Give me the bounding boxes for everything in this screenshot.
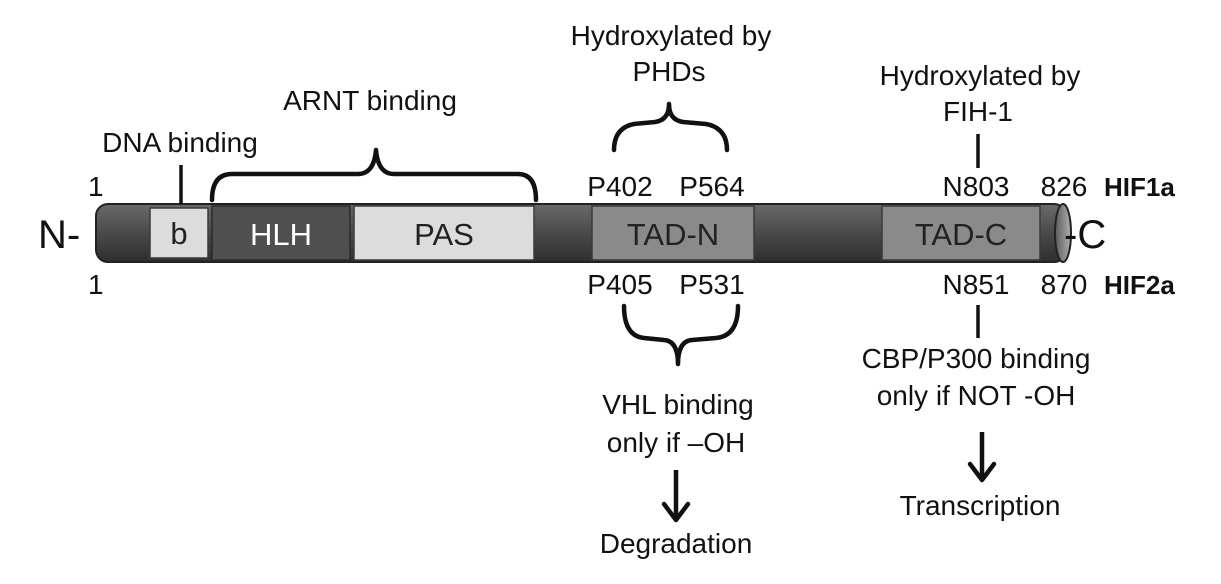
hif1a-p402: P402 (587, 171, 652, 202)
hif2a-start: 1 (88, 269, 104, 300)
hif2a-end: 870 (1041, 269, 1088, 300)
hif1a-start: 1 (88, 171, 104, 202)
arnt-binding-label: ARNT binding (283, 85, 457, 116)
hif1a-name: HIF1a (1104, 172, 1175, 202)
domain-tad-c-label: TAD-C (915, 217, 1007, 252)
hif2a-name: HIF2a (1104, 270, 1175, 300)
hif2a-n851: N851 (943, 269, 1010, 300)
vhl-label-line2: only if –OH (607, 427, 746, 458)
domain-tad-n (591, 205, 755, 261)
c-terminal-cap (1054, 203, 1072, 263)
hif2a-p531: P531 (679, 269, 744, 300)
hif1a-p564: P564 (679, 171, 744, 202)
phd-brace (611, 101, 730, 153)
c-terminus-label: -C (1064, 213, 1106, 257)
arnt-binding-bracket (209, 147, 539, 203)
degradation-arrow-head (661, 501, 691, 523)
n-terminus-label: N- (38, 213, 80, 257)
hif1a-n803: N803 (943, 171, 1010, 202)
domain-hlh (211, 205, 351, 261)
dna-binding-label: DNA binding (102, 127, 258, 158)
hif1a-end: 826 (1041, 171, 1088, 202)
domain-tad-n-label: TAD-N (627, 217, 719, 252)
domain-b-label: b (170, 216, 187, 251)
domain-pas-label: PAS (414, 217, 474, 252)
phd-label-line2: PHDs (632, 56, 705, 87)
degradation-label: Degradation (600, 528, 753, 559)
domain-tad-c (881, 205, 1041, 261)
vhl-brace (621, 303, 741, 367)
transcription-arrow-head (967, 461, 997, 483)
cbp-label-line1: CBP/P300 binding (862, 343, 1091, 374)
domain-pas (353, 205, 535, 261)
cbp-label-line2: only if NOT -OH (877, 380, 1076, 411)
domain-hlh-label: HLH (250, 217, 312, 252)
phd-label-line1: Hydroxylated by (571, 20, 772, 51)
hif2a-p405: P405 (587, 269, 652, 300)
fih-label-line1: Hydroxylated by (880, 60, 1081, 91)
vhl-label-line1: VHL binding (602, 389, 754, 420)
domain-b (149, 207, 209, 259)
transcription-label: Transcription (900, 490, 1061, 521)
fih-label-line2: FIH-1 (943, 96, 1013, 127)
